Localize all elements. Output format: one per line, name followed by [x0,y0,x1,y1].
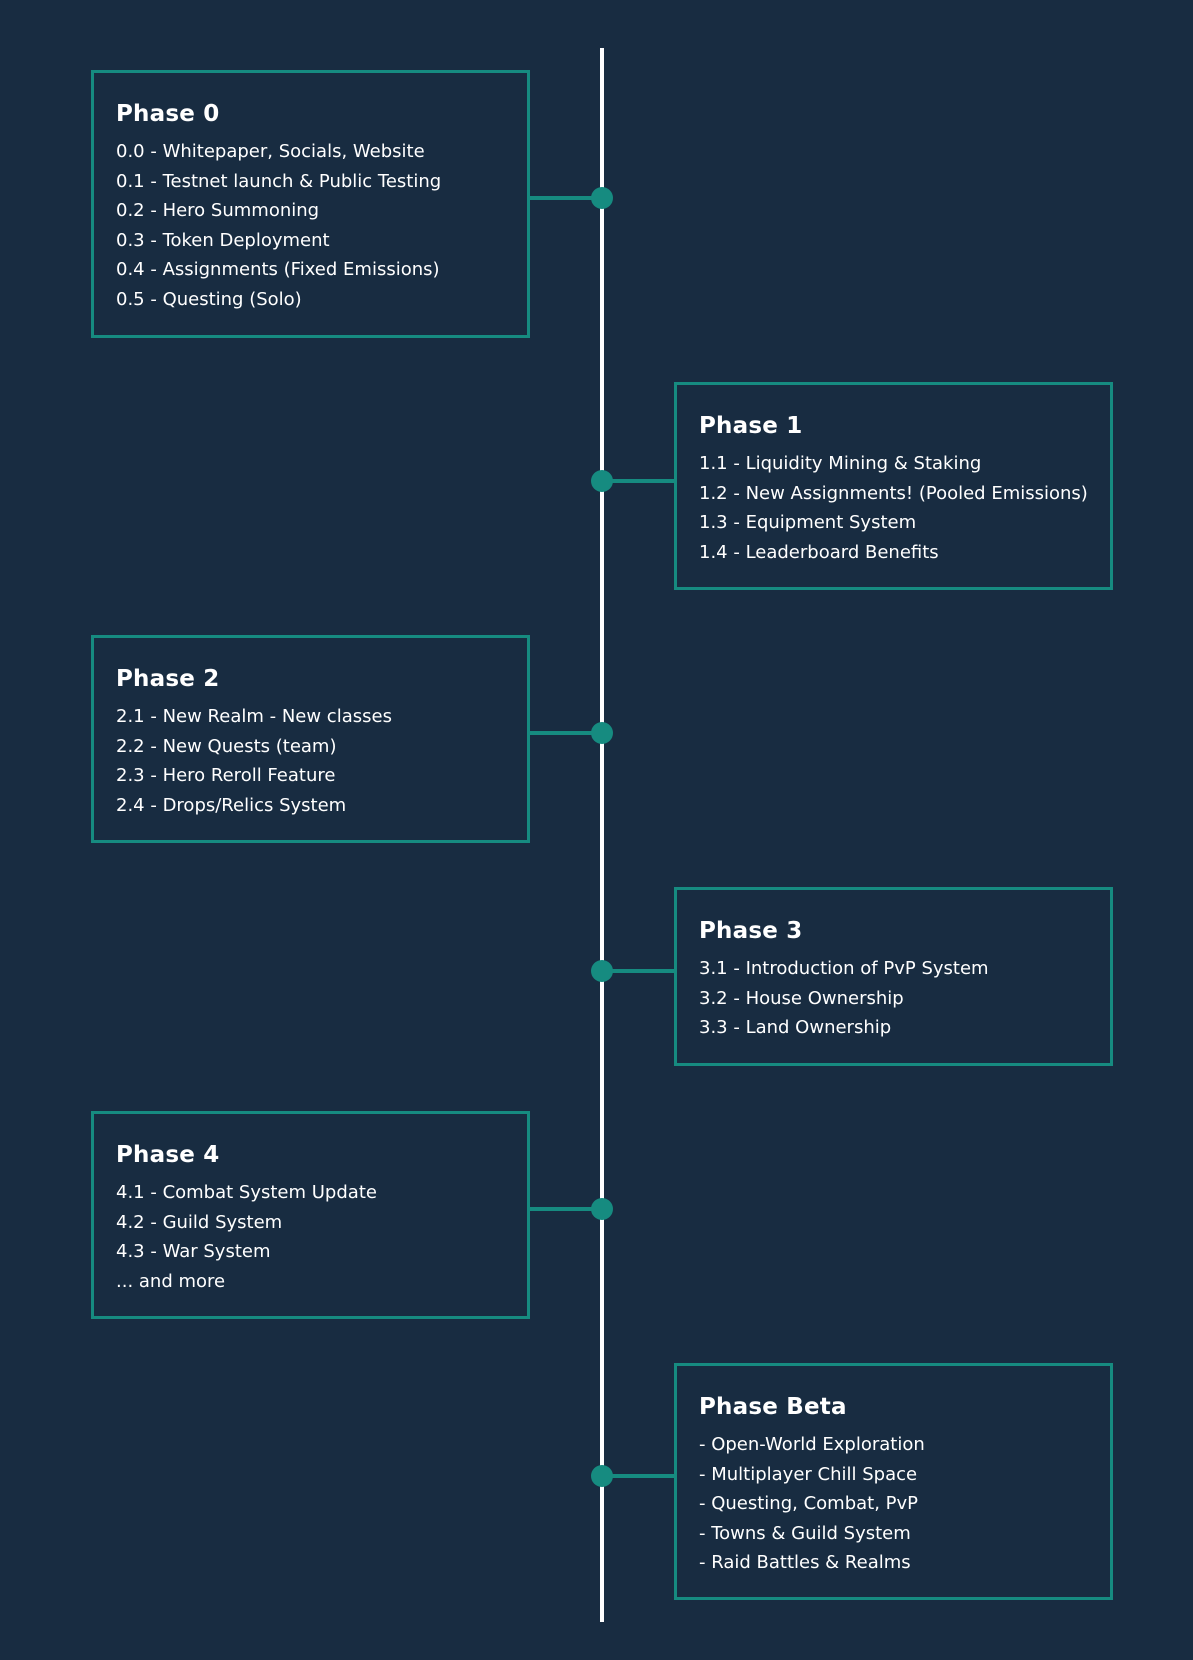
phase-item: 0.1 - Testnet launch & Public Testing [116,170,442,192]
phase-item: 2.2 - New Quests (team) [116,735,337,757]
connector-phase-2 [530,731,602,735]
connector-phase-0 [530,196,602,200]
phase-item: 2.1 - New Realm - New classes [116,706,392,727]
timeline-node-phase-1 [591,470,613,492]
phase-item: 2.4 - Drops/Relics System [116,794,347,816]
phase-card-0: Phase 0 0.0 - Whitepaper, Socials, Websi… [91,70,530,338]
phase-card-3: Phase 3 3.1 - Introduction of PvP System… [674,887,1113,1066]
phase-item: 4.1 - Combat System Update [116,1182,377,1203]
phase-title: Phase 4 [116,1142,220,1168]
connector-phase-4 [530,1207,602,1211]
phase-title: Phase Beta [699,1394,847,1420]
phase-card-1: Phase 1 1.1 - Liquidity Mining & Staking… [674,382,1113,590]
phase-title: Phase 2 [116,666,220,692]
connector-phase-beta [602,1474,674,1478]
phase-item-list: 1.1 - Liquidity Mining & Staking 1.2 - N… [699,449,1088,567]
phase-item-list: 2.1 - New Realm - New classes 2.2 - New … [116,702,505,820]
phase-item: - Multiplayer Chill Space [699,1463,918,1485]
timeline-line [600,48,604,1622]
phase-title: Phase 3 [699,918,803,944]
phase-card-2: Phase 2 2.1 - New Realm - New classes 2.… [91,635,530,843]
phase-item-list: 0.0 - Whitepaper, Socials, Website 0.1 -… [116,137,505,314]
phase-item: 1.3 - Equipment System [699,512,917,533]
phase-item: 0.0 - Whitepaper, Socials, Website [116,141,425,162]
phase-item: - Questing, Combat, PvP [699,1493,919,1514]
phase-item: 3.2 - House Ownership [699,987,904,1009]
phase-item: 3.1 - Introduction of PvP System [699,958,989,979]
phase-card-beta: Phase Beta - Open-World Exploration - Mu… [674,1363,1113,1600]
phase-title: Phase 0 [116,101,220,127]
phase-item: 0.3 - Token Deployment [116,229,330,251]
phase-item-list: 4.1 - Combat System Update 4.2 - Guild S… [116,1178,505,1296]
phase-item: 4.2 - Guild System [116,1211,283,1233]
phase-item: 0.2 - Hero Summoning [116,200,320,221]
timeline-node-phase-2 [591,722,613,744]
timeline-node-phase-3 [591,960,613,982]
phase-title: Phase 1 [699,413,803,439]
phase-item: ... and more [116,1270,226,1292]
phase-item: 3.3 - Land Ownership [699,1017,892,1038]
timeline-node-phase-0 [591,187,613,209]
phase-item: 0.5 - Questing (Solo) [116,288,302,310]
phase-item-list: - Open-World Exploration - Multiplayer C… [699,1430,1088,1578]
phase-item: 2.3 - Hero Reroll Feature [116,765,336,786]
phase-item: 4.3 - War System [116,1241,271,1262]
timeline-node-phase-4 [591,1198,613,1220]
phase-item: 1.1 - Liquidity Mining & Staking [699,453,982,474]
phase-item: 0.4 - Assignments (Fixed Emissions) [116,259,440,280]
phase-item: - Raid Battles & Realms [699,1552,911,1573]
phase-item: 1.4 - Leaderboard Benefits [699,541,939,563]
connector-phase-3 [602,969,674,973]
phase-item: 1.2 - New Assignments! (Pooled Emissions… [699,482,1088,504]
phase-card-4: Phase 4 4.1 - Combat System Update 4.2 -… [91,1111,530,1319]
connector-phase-1 [602,479,674,483]
phase-item-list: 3.1 - Introduction of PvP System 3.2 - H… [699,954,1088,1043]
timeline-node-phase-beta [591,1465,613,1487]
phase-item: - Towns & Guild System [699,1522,911,1544]
phase-item: - Open-World Exploration [699,1434,925,1455]
